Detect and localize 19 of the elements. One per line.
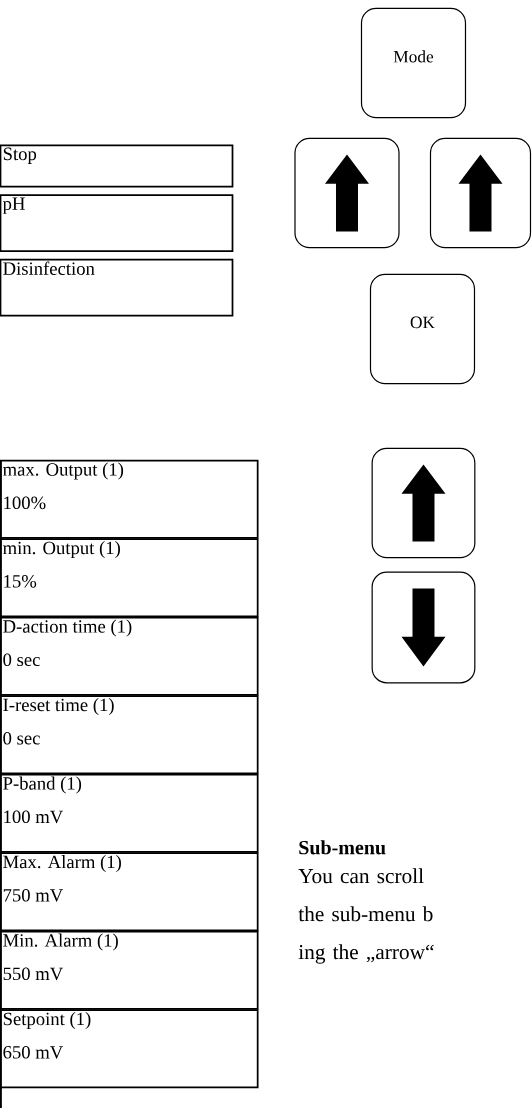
parameter-cell: min. Output (1) 15% [0, 538, 259, 618]
parameter-cell: Max. Alarm (1) 750 mV [0, 852, 259, 932]
parameter-cell: Min. Alarm (1) 550 mV [0, 930, 259, 1010]
arrow-key [371, 571, 476, 684]
display-box: Disinfection [0, 258, 234, 317]
paragraph: You can scroll the sub-menu b ing the „arrow“ [298, 868, 434, 964]
parameter-cell: P-band (1) 100 mV [0, 773, 259, 853]
parameter-cell: I-reset time (1) 0 sec [0, 695, 259, 775]
arrow-key [294, 137, 400, 249]
display-box: pH [0, 194, 234, 252]
key-button: Mode [360, 7, 467, 119]
display-box: Stop [0, 144, 234, 188]
key-button: OK [369, 273, 476, 385]
parameter-cell: max. Output (1) 100% [0, 459, 259, 539]
parameter-cell: D-action time (1) 0 sec [0, 616, 259, 696]
arrow-key [429, 137, 532, 249]
heading: Sub-menu [299, 840, 386, 855]
parameter-cell: Setpoint (1) 650 mV [0, 1009, 259, 1089]
arrow-key [371, 447, 476, 559]
